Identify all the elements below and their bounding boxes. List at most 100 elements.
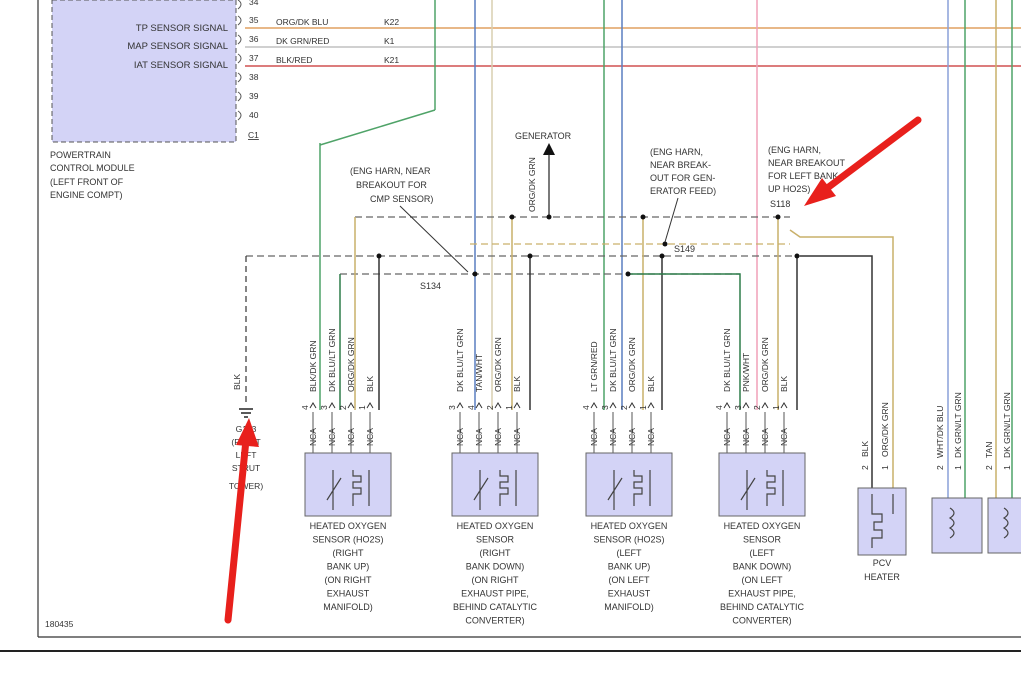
svg-text:(ENG HARN,: (ENG HARN, [768, 145, 821, 155]
ground-icon [239, 408, 253, 418]
svg-text:2: 2 [935, 465, 945, 470]
svg-text:POWERTRAIN: POWERTRAIN [50, 150, 111, 160]
connector-terminal-icon [513, 402, 521, 409]
sensor-heater-icon [607, 470, 651, 510]
sensor-label-line: BANK DOWN) [466, 562, 525, 572]
generator-wire-color: ORG/DK GRN [527, 157, 537, 212]
sensor-heater-icon [473, 470, 517, 510]
sensor-wire-color: DK BLU/LT GRN [327, 329, 337, 392]
sensor-wire-color: BLK/DK GRN [308, 341, 318, 393]
svg-text:DK GRN/LT GRN: DK GRN/LT GRN [953, 392, 963, 458]
sensor-label-line: SENSOR (HO2S) [312, 535, 383, 545]
sensor-wire-color: DK BLU/LT GRN [608, 329, 618, 392]
note-gen: (ENG HARN, NEAR BREAK- OUT FOR GEN- ERAT… [650, 147, 716, 196]
svg-text:FOR LEFT BANK: FOR LEFT BANK [768, 171, 838, 181]
sensor-label-line: HEATED OXYGEN [310, 521, 387, 531]
sensor-label-line: (ON RIGHT [325, 575, 372, 585]
wire-diag-green-1 [319, 109, 436, 146]
connector-terminal-icon [456, 402, 464, 409]
connector-terminal-icon [647, 402, 655, 409]
connector-terminal-icon [494, 402, 502, 409]
svg-text:BLK: BLK [860, 441, 870, 457]
wire-blue-s4 [628, 273, 741, 410]
sensor-label-line: EXHAUST [608, 589, 651, 599]
sensor-label-line: HEATED OXYGEN [591, 521, 668, 531]
sensor-label-line: BANK UP) [608, 562, 651, 572]
wire-k21-color: BLK/RED [276, 55, 312, 65]
svg-text:1: 1 [1002, 465, 1012, 470]
pcm-pin-35: 35 [249, 15, 259, 25]
sensor-label-line: EXHAUST PIPE, [461, 589, 529, 599]
sensor-pin-number: 1 [638, 405, 648, 410]
svg-text:TOWER): TOWER) [229, 481, 263, 491]
splice-s134-label: S134 [420, 281, 441, 291]
pcm-signal-tp: TP SENSOR SIGNAL [136, 23, 228, 34]
pcm-pin-37: 37 [249, 53, 259, 63]
sensor-wire-color: ORG/DK GRN [760, 337, 770, 392]
sensor-label-line: (ON LEFT [741, 575, 783, 585]
ground-wire-color: BLK [232, 374, 242, 390]
sensor-wire-color: PNK/WHT [741, 353, 751, 392]
figure-id: 180435 [45, 619, 74, 629]
note-gen-leader [664, 197, 679, 243]
sensor-wire-color: DK BLU/LT GRN [455, 329, 465, 392]
svg-text:ORG/DK GRN: ORG/DK GRN [880, 402, 890, 457]
sensor-wire-color: ORG/DK GRN [346, 337, 356, 392]
pcm-signal-iat: IAT SENSOR SIGNAL [134, 60, 228, 71]
pcm-module-box [51, 0, 237, 143]
splice-dots [376, 214, 800, 277]
pcm-signal-map: MAP SENSOR SIGNAL [127, 41, 228, 52]
sensor-label-line: SENSOR [476, 535, 515, 545]
sensor-label-line: MANIFOLD) [604, 602, 654, 612]
connector-terminal-icon [309, 402, 317, 409]
connector-terminal-icon [723, 402, 731, 409]
pcm-label: POWERTRAIN CONTROL MODULE (LEFT FRONT OF… [50, 150, 135, 200]
connector-terminal-icon [761, 402, 769, 409]
connector-terminal-icon [366, 402, 374, 409]
sensor-label-line: EXHAUST PIPE, [728, 589, 796, 599]
wire-pcv-blk [800, 255, 873, 488]
sensor-wire-color: BLK [512, 376, 522, 392]
note-cmp: (ENG HARN, NEAR BREAKOUT FOR CMP SENSOR) [350, 166, 433, 204]
sensor-label-line: HEATED OXYGEN [724, 521, 801, 531]
up-arrow-icon [543, 143, 555, 155]
sensor-wire-color: TAN/WHT [474, 354, 484, 392]
sensor-label-line: (LEFT [616, 548, 642, 558]
sensor-label-line: CONVERTER) [732, 616, 791, 626]
svg-text:WHT/DK BLU: WHT/DK BLU [935, 406, 945, 458]
sensor-wire-color: LT GRN/RED [589, 341, 599, 392]
pcm-pin-36: 36 [249, 34, 259, 44]
sensor-label-line: BANK DOWN) [733, 562, 792, 572]
red-arrow-icon [804, 116, 922, 206]
sensor-label-line: (RIGHT [480, 548, 511, 558]
connector-terminal-icon [609, 402, 617, 409]
connector-terminal-icon [328, 402, 336, 409]
right-component-1: 2 1 WHT/DK BLU DK GRN/LT GRN [931, 392, 983, 554]
connector-terminal-icon [628, 402, 636, 409]
sensor-label-line: (ON LEFT [608, 575, 650, 585]
sensor-pin-number: 2 [485, 405, 495, 410]
sensor-heater-icon [740, 470, 784, 510]
wire-k22-circuit: K22 [384, 17, 399, 27]
sensor-pin-number: 1 [357, 405, 367, 410]
sensor-pin-number: 3 [733, 405, 743, 410]
svg-text:ENGINE COMPT): ENGINE COMPT) [50, 190, 123, 200]
sensor-heater-icon [326, 470, 370, 510]
pcm-pin-39: 39 [249, 91, 259, 101]
svg-text:2: 2 [860, 465, 870, 470]
connector-terminal-icon [475, 402, 483, 409]
sensor-pin-number: 4 [300, 405, 310, 410]
splice-s118-label: S118 [770, 199, 790, 209]
note-cmp-leader [399, 205, 469, 273]
sensor-label-line: SENSOR (HO2S) [593, 535, 664, 545]
right-component-2: 2 1 TAN DK GRN/LT GRN [984, 392, 1021, 554]
sensor-pin-number: 4 [466, 405, 476, 410]
ho2s-sensor-box [718, 452, 806, 517]
sensor-pin-number: 4 [714, 405, 724, 410]
pcv-heater: 2 1 BLK ORG/DK GRN PCV HEATER [857, 402, 907, 582]
